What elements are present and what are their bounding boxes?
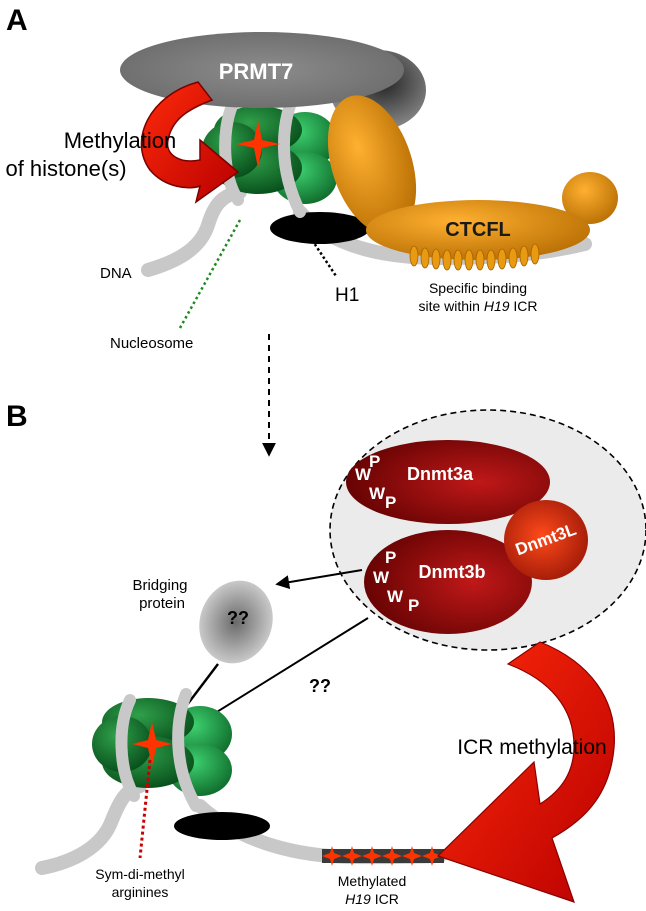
pwwp-a-w2: W xyxy=(369,484,386,503)
methylation-label-line1: Methylation xyxy=(64,128,177,153)
dna-wrap-b1 xyxy=(115,694,140,802)
h1-leader xyxy=(310,239,338,277)
bridging-unknown: ?? xyxy=(227,608,249,628)
pwwp-b-p1: P xyxy=(385,548,396,567)
icr-methyl-stars xyxy=(322,846,442,866)
dnmt3l-protein xyxy=(504,500,588,580)
ctcfl-label: CTCFL xyxy=(445,219,511,241)
methylated-icr-post: ICR xyxy=(371,891,399,907)
dna-label: DNA xyxy=(100,265,132,282)
pwwp-b-w2: W xyxy=(387,587,404,606)
pwwp-motif-b: P W W P xyxy=(373,548,419,615)
nucleosome-b xyxy=(92,698,232,796)
symdimethyl-leader xyxy=(138,759,152,859)
methylation-arrow-a xyxy=(140,81,240,204)
dna-wrap-a1 xyxy=(219,100,244,206)
panel-b-letter: B xyxy=(6,400,28,433)
binding-site-pre: site within xyxy=(418,298,483,314)
dnmt3b-label: Dnmt3b xyxy=(419,562,486,582)
methylated-icr-gene: H19 xyxy=(345,891,371,907)
pwwp-a-w1: W xyxy=(355,465,372,484)
methyl-star-b xyxy=(132,722,172,766)
dna-strand-b-left xyxy=(35,779,147,875)
direct-link-unknown: ?? xyxy=(309,676,331,696)
dna-strand-a xyxy=(141,185,247,277)
methylation-label-line2: of histone(s) xyxy=(5,156,126,181)
methylated-icr-line2: H19 ICR xyxy=(345,891,399,907)
pwwp-b-p2: P xyxy=(408,596,419,615)
ctcfl-zinc-fingers xyxy=(409,243,540,271)
icr-methylation-label: ICR methylation xyxy=(457,736,606,759)
bridging-protein xyxy=(199,580,273,664)
binding-site-line2: site within H19 ICR xyxy=(418,298,537,314)
h1-label: H1 xyxy=(335,285,359,306)
bridging-label-line1: Bridging xyxy=(132,577,187,594)
dnmt3a-label: Dnmt3a xyxy=(407,464,474,484)
pwwp-a-p2: P xyxy=(385,493,396,512)
panel-a-letter: A xyxy=(6,4,28,37)
h1-histone-b xyxy=(174,812,270,840)
icr-methylation-arrow xyxy=(436,641,615,903)
symdimethyl-line1: Sym-di-methyl xyxy=(95,866,184,882)
symdimethyl-line2: arginines xyxy=(112,884,169,900)
nucleosome-label: Nucleosome xyxy=(110,335,193,352)
dnmt3a-protein xyxy=(346,440,550,524)
arrow-to-bridging xyxy=(275,569,363,590)
dnmt3b-protein xyxy=(364,530,532,634)
methylated-icr-line1: Methylated xyxy=(338,873,406,889)
pwwp-b-w1: W xyxy=(373,568,390,587)
binding-site-gene: H19 xyxy=(484,298,510,314)
methyl-star-a xyxy=(236,120,280,168)
pwwp-a-p1: P xyxy=(369,452,380,471)
dna-wrap-b2 xyxy=(172,688,202,812)
dna-wrap-a2 xyxy=(277,94,306,218)
nucleosome-leader xyxy=(178,219,242,329)
binding-site-line1: Specific binding xyxy=(429,280,527,296)
h1-histone xyxy=(270,212,370,244)
pwwp-motif-a: W P W P xyxy=(355,452,396,512)
prmt7-label: PRMT7 xyxy=(219,59,294,84)
binding-site-post: ICR xyxy=(510,298,538,314)
bridging-label-line2: protein xyxy=(139,595,185,612)
